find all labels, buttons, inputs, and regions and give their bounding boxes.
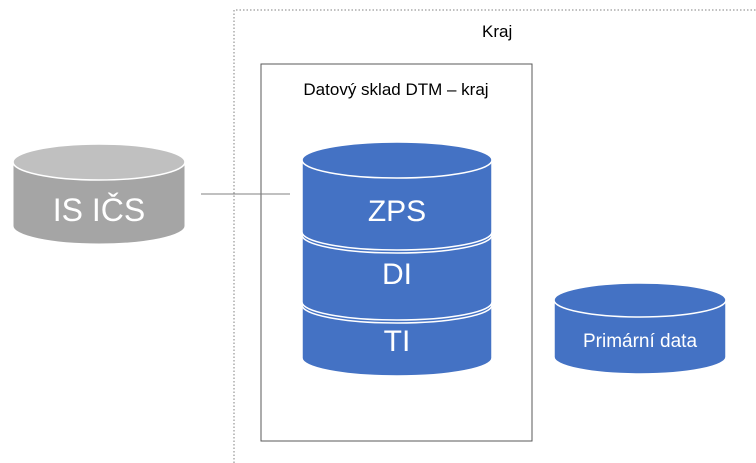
primary-data-cylinder-body [553,300,727,375]
primary-data-label: Primární data [583,331,697,352]
is-ics-cylinder: IS IČS [12,143,186,245]
layer-di-body [301,235,493,321]
region-boundary [233,9,756,463]
layer-zps-label: ZPS [368,195,426,228]
region-label: Kraj [482,22,512,41]
is-ics-label: IS IČS [53,192,145,228]
primary-data-cylinder: Primární data [553,282,727,375]
warehouse-label: Datový sklad DTM – kraj [303,80,488,99]
layer-zps: ZPS [301,141,493,251]
is-ics-cylinder-top [12,143,186,181]
layer-di-label: DI [382,258,412,291]
primary-data-cylinder-top [553,282,727,318]
layer-zps-top [301,141,493,179]
layer-ti-label: TI [384,325,411,358]
warehouse-box [260,63,533,442]
is-ics-cylinder-body [12,162,186,245]
warehouse-stack: TI DI ZPS [301,141,493,377]
layer-ti-body [301,305,493,377]
layer-zps-body [301,160,493,251]
